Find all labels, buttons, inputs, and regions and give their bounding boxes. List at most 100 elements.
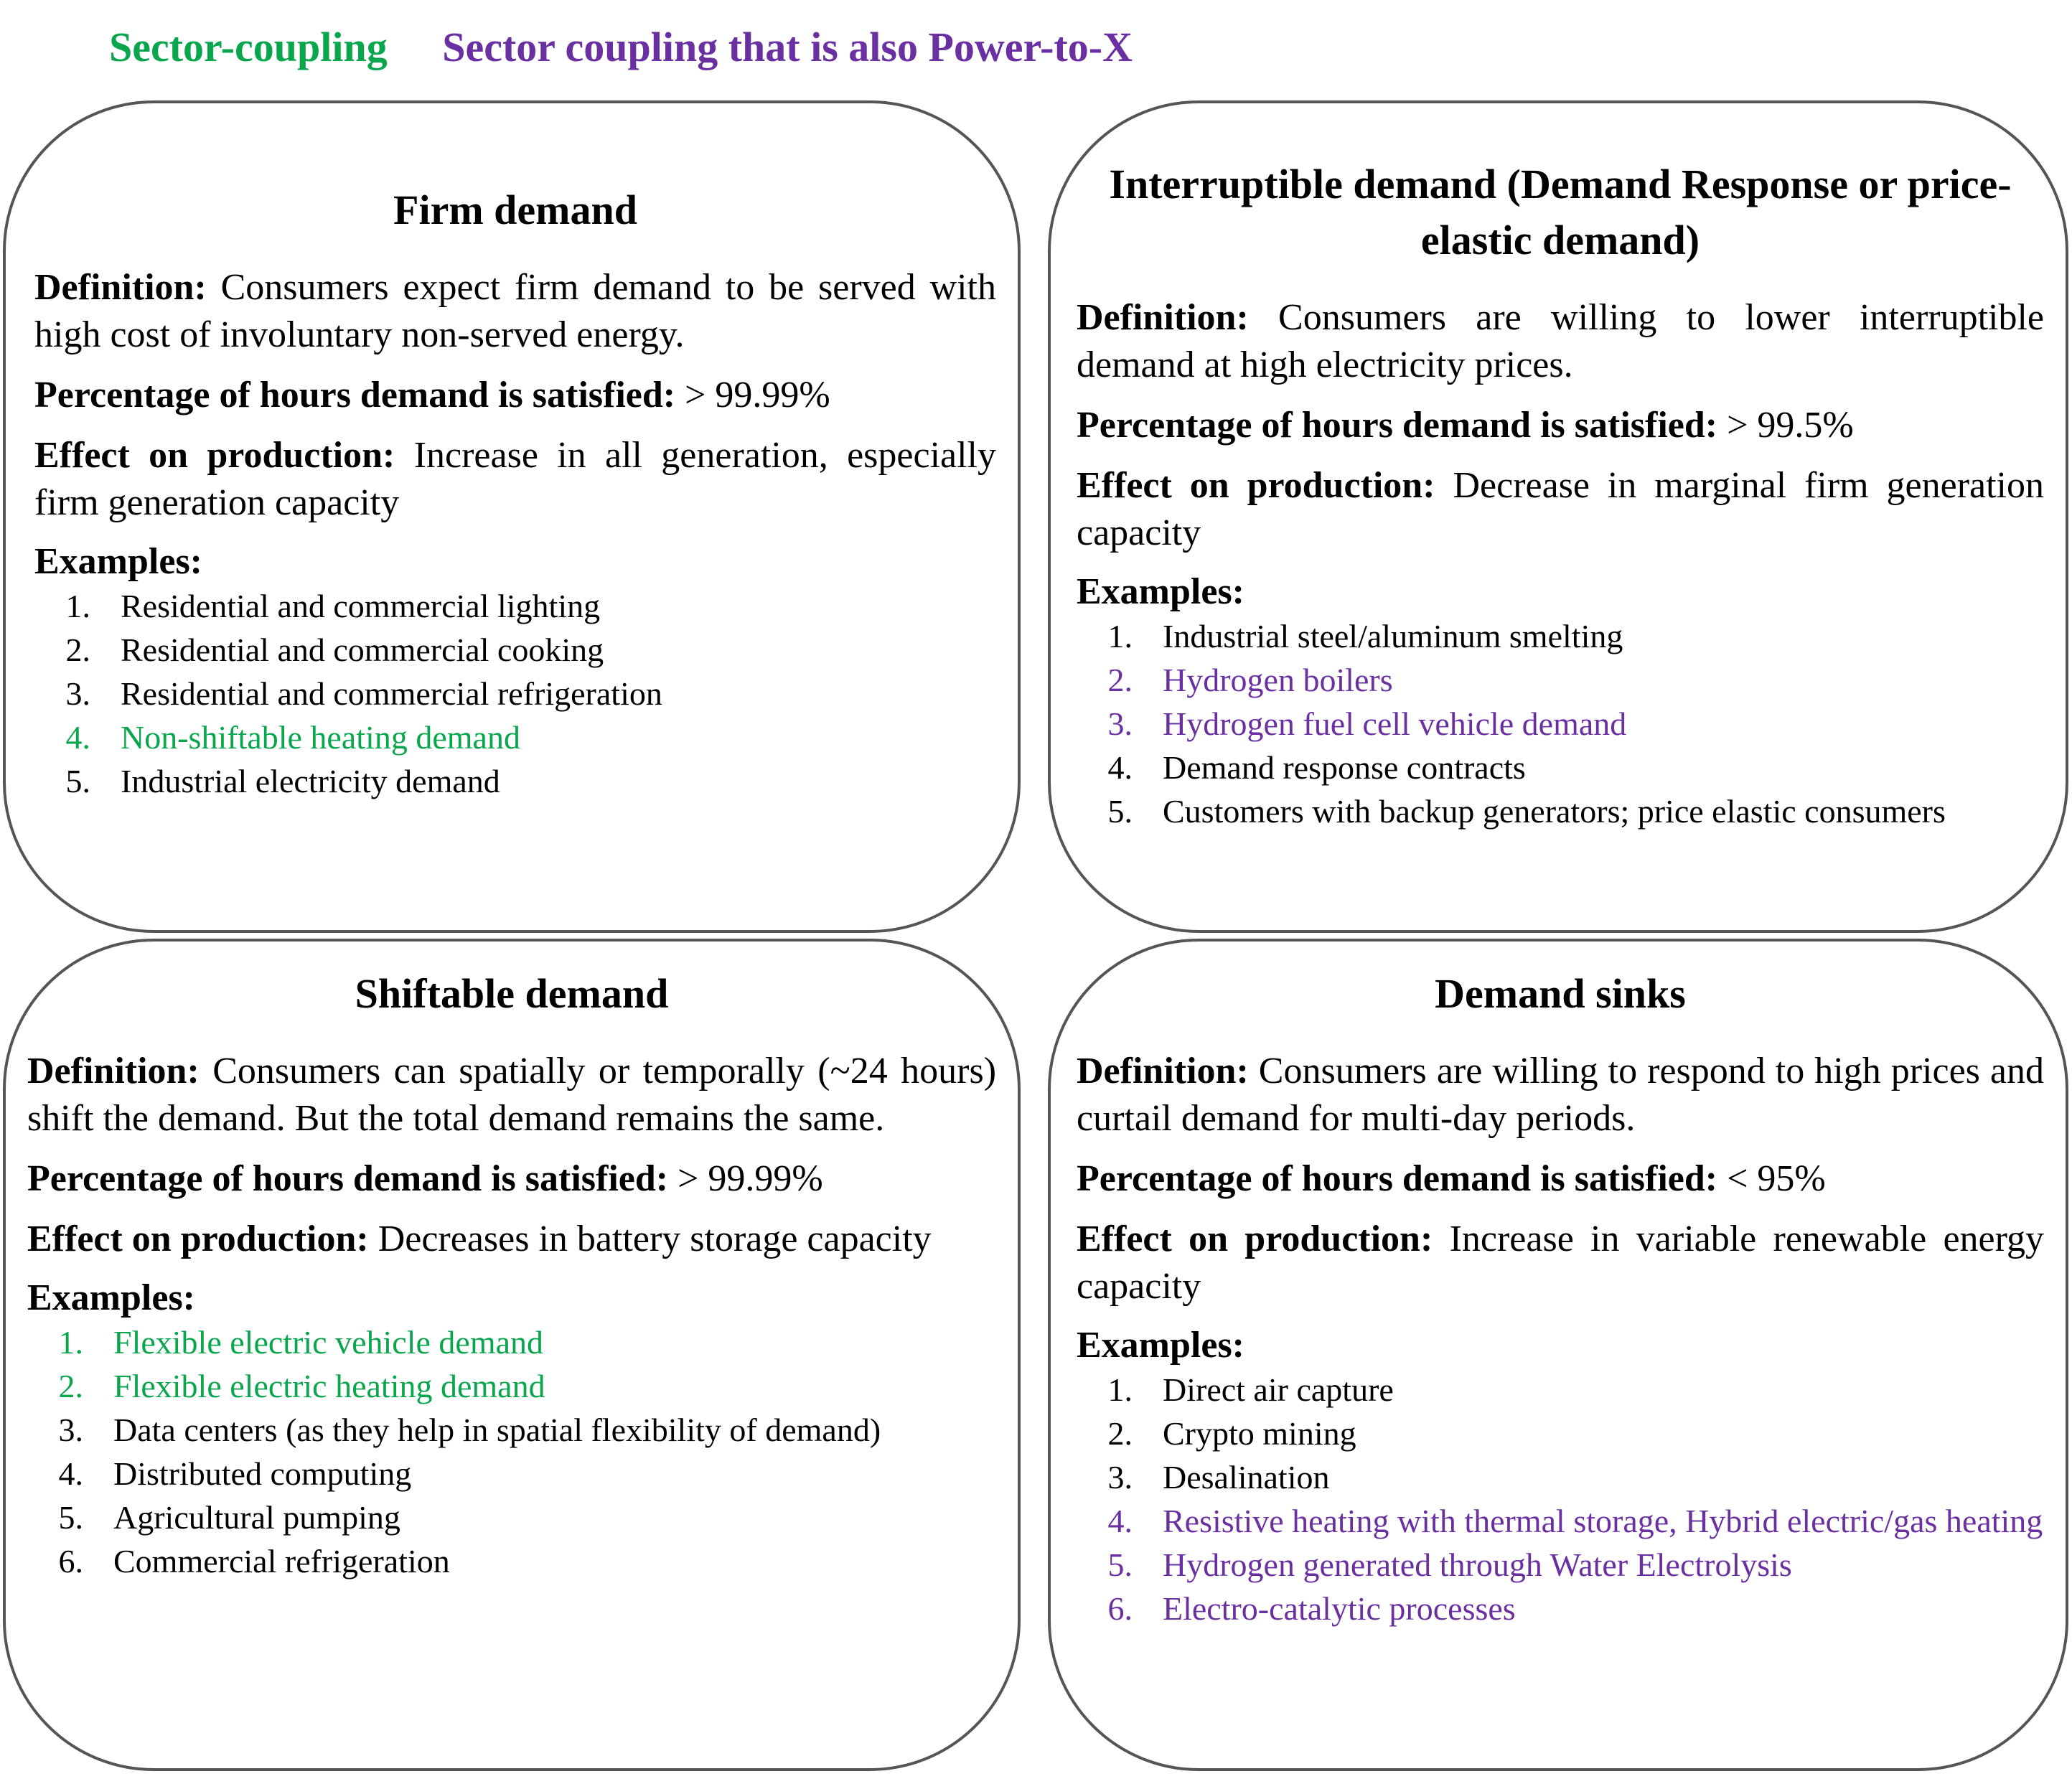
legend-power-to-x: Sector coupling that is also Power-to-X: [442, 24, 1133, 70]
example-text: Residential and commercial lighting: [121, 588, 601, 624]
example-text: Demand response contracts: [1163, 749, 1526, 786]
shiftable-percentage-value: > 99.99%: [678, 1158, 823, 1199]
example-item: 5.Hydrogen generated through Water Elect…: [1077, 1543, 2044, 1587]
example-number: 5.: [1107, 793, 1133, 830]
example-text: Hydrogen boilers: [1163, 662, 1393, 698]
example-text: Non-shiftable heating demand: [121, 719, 520, 756]
example-number: 3.: [58, 1412, 84, 1448]
effect-label: Effect on production:: [1077, 465, 1435, 506]
example-text: Desalination: [1163, 1459, 1330, 1495]
example-text: Resistive heating with thermal storage, …: [1163, 1503, 2043, 1539]
example-number: 2.: [1107, 662, 1133, 698]
example-item: 5.Customers with backup generators; pric…: [1077, 789, 2044, 833]
sinks-definition: Definition: Consumers are willing to res…: [1077, 1048, 2044, 1142]
shiftable-demand-content: Shiftable demand Definition: Consumers c…: [27, 966, 996, 1583]
firm-percentage: Percentage of hours demand is satisfied:…: [34, 372, 996, 419]
demand-sinks-content: Demand sinks Definition: Consumers are w…: [1077, 966, 2044, 1630]
interruptible-examples-list: 1. Industrial steel/aluminum smelting 2. Hy…: [1077, 614, 2044, 833]
example-text: Residential and commercial refrigeration: [121, 675, 662, 712]
percentage-label: Percentage of hours demand is satisfied:: [1077, 1158, 1718, 1199]
example-text: Commercial refrigeration: [113, 1543, 450, 1579]
example-number: 1.: [1107, 1371, 1133, 1408]
effect-label: Effect on production:: [27, 1219, 369, 1259]
example-text: Flexible electric vehicle demand: [113, 1324, 544, 1361]
example-number: 5.: [58, 1499, 84, 1536]
example-item: 5.Agricultural pumping: [27, 1495, 996, 1539]
example-item: 3. Data centers (as they help in spatial …: [27, 1408, 996, 1452]
sinks-effect: Effect on production: Increase in variab…: [1077, 1216, 2044, 1310]
example-number: 2.: [58, 1368, 84, 1404]
shiftable-percentage: Percentage of hours demand is satisfied:…: [27, 1155, 996, 1203]
example-text: Electro-catalytic processes: [1163, 1590, 1516, 1627]
percentage-label: Percentage of hours demand is satisfied:: [34, 375, 676, 415]
example-text: Data centers (as they help in spatial fl…: [113, 1412, 881, 1448]
interruptible-examples-label: Examples:: [1077, 571, 1244, 612]
example-number: 1.: [1107, 618, 1133, 654]
example-number: 6.: [58, 1543, 84, 1579]
example-text: Industrial electricity demand: [121, 763, 500, 799]
example-text: Residential and commercial cooking: [121, 631, 604, 668]
demand-sinks-title: Demand sinks: [1435, 970, 1686, 1017]
interruptible-demand-title: Interruptible demand (Demand Response or…: [1109, 161, 2012, 263]
shiftable-demand-box: Shiftable demand Definition: Consumers c…: [3, 939, 1021, 1771]
sinks-examples-label: Examples:: [1077, 1325, 1244, 1366]
interruptible-percentage: Percentage of hours demand is satisfied:…: [1077, 402, 2044, 449]
firm-demand-title: Firm demand: [393, 187, 637, 233]
shiftable-effect: Effect on production: Decreases in batte…: [27, 1216, 996, 1263]
firm-demand-box: Firm demand Definition: Consumers expect…: [3, 100, 1021, 933]
legend-sector-coupling: Sector-coupling: [109, 24, 388, 70]
firm-effect-text: Increase in all generation, especially f…: [34, 435, 996, 523]
sinks-effect-text: Increase in variable renewable energy ca…: [1077, 1219, 2045, 1307]
example-text: Direct air capture: [1163, 1371, 1394, 1408]
interruptible-definition: Definition: Consumers are willing to low…: [1077, 294, 2044, 389]
sinks-definition-text: Consumers are willing to respond to high…: [1077, 1051, 2044, 1139]
example-item: 4. Demand response contracts: [1077, 746, 2044, 789]
example-number: 4.: [65, 719, 91, 756]
example-text: Crypto mining: [1163, 1415, 1356, 1452]
example-item: 3. Desalination: [1077, 1455, 2044, 1499]
shiftable-demand-title: Shiftable demand: [355, 970, 669, 1017]
example-item: 5.Industrial electricity demand: [34, 759, 996, 803]
example-number: 6.: [1107, 1590, 1133, 1627]
example-item: 2. Crypto mining: [1077, 1412, 2044, 1455]
example-text: Industrial steel/aluminum smelting: [1163, 618, 1623, 654]
sinks-examples-list: 1. Direct air capture 2. Crypto mining 3. Des…: [1077, 1368, 2044, 1630]
definition-label: Definition:: [1077, 297, 1249, 338]
example-number: 3.: [65, 675, 91, 712]
example-number: 5.: [1107, 1546, 1133, 1583]
example-item: 2. Flexible electric heating demand: [27, 1364, 996, 1408]
definition-label: Definition:: [34, 267, 207, 308]
example-number: 4.: [1107, 1503, 1133, 1539]
interruptible-demand-content: Interruptible demand (Demand Response or…: [1077, 156, 2044, 833]
sinks-percentage: Percentage of hours demand is satisfied:…: [1077, 1155, 2044, 1203]
example-item: 1.Residential and commercial lighting: [34, 584, 996, 628]
example-item: 3.Hydrogen fuel cell vehicle demand: [1077, 702, 2044, 746]
example-number: 2.: [1107, 1415, 1133, 1452]
example-number: 3.: [1107, 705, 1133, 742]
legend: Sector-coupling Sector coupling that is …: [109, 23, 1133, 71]
example-item: 4.Distributed computing: [27, 1452, 996, 1495]
example-item: 4. Non-shiftable heating demand: [34, 715, 996, 759]
example-text: Flexible electric heating demand: [113, 1368, 545, 1404]
example-number: 3.: [1107, 1459, 1133, 1495]
percentage-label: Percentage of hours demand is satisfied:: [1077, 405, 1718, 446]
firm-definition: Definition: Consumers expect firm demand…: [34, 264, 996, 359]
example-number: 4.: [1107, 749, 1133, 786]
effect-label: Effect on production:: [1077, 1219, 1433, 1259]
example-number: 4.: [58, 1455, 84, 1492]
definition-label: Definition:: [1077, 1051, 1249, 1091]
example-item: 1. Industrial steel/aluminum smelting: [1077, 614, 2044, 658]
demand-sinks-box: Demand sinks Definition: Consumers are w…: [1048, 939, 2068, 1771]
firm-demand-content: Firm demand Definition: Consumers expect…: [34, 182, 996, 803]
shiftable-definition: Definition: Consumers can spatially or t…: [27, 1048, 996, 1142]
firm-definition-text: Consumers expect firm demand to be serve…: [34, 267, 996, 355]
interruptible-demand-box: Interruptible demand (Demand Response or…: [1048, 100, 2068, 933]
interruptible-effect-text: Decrease in marginal firm generation cap…: [1077, 465, 2045, 553]
example-item: 1. Direct air capture: [1077, 1368, 2044, 1412]
firm-examples-label: Examples:: [34, 541, 202, 582]
example-item: 3. Residential and commercial refrigerati…: [34, 672, 996, 715]
firm-percentage-value: > 99.99%: [685, 375, 830, 415]
sinks-percentage-value: < 95%: [1727, 1158, 1826, 1199]
